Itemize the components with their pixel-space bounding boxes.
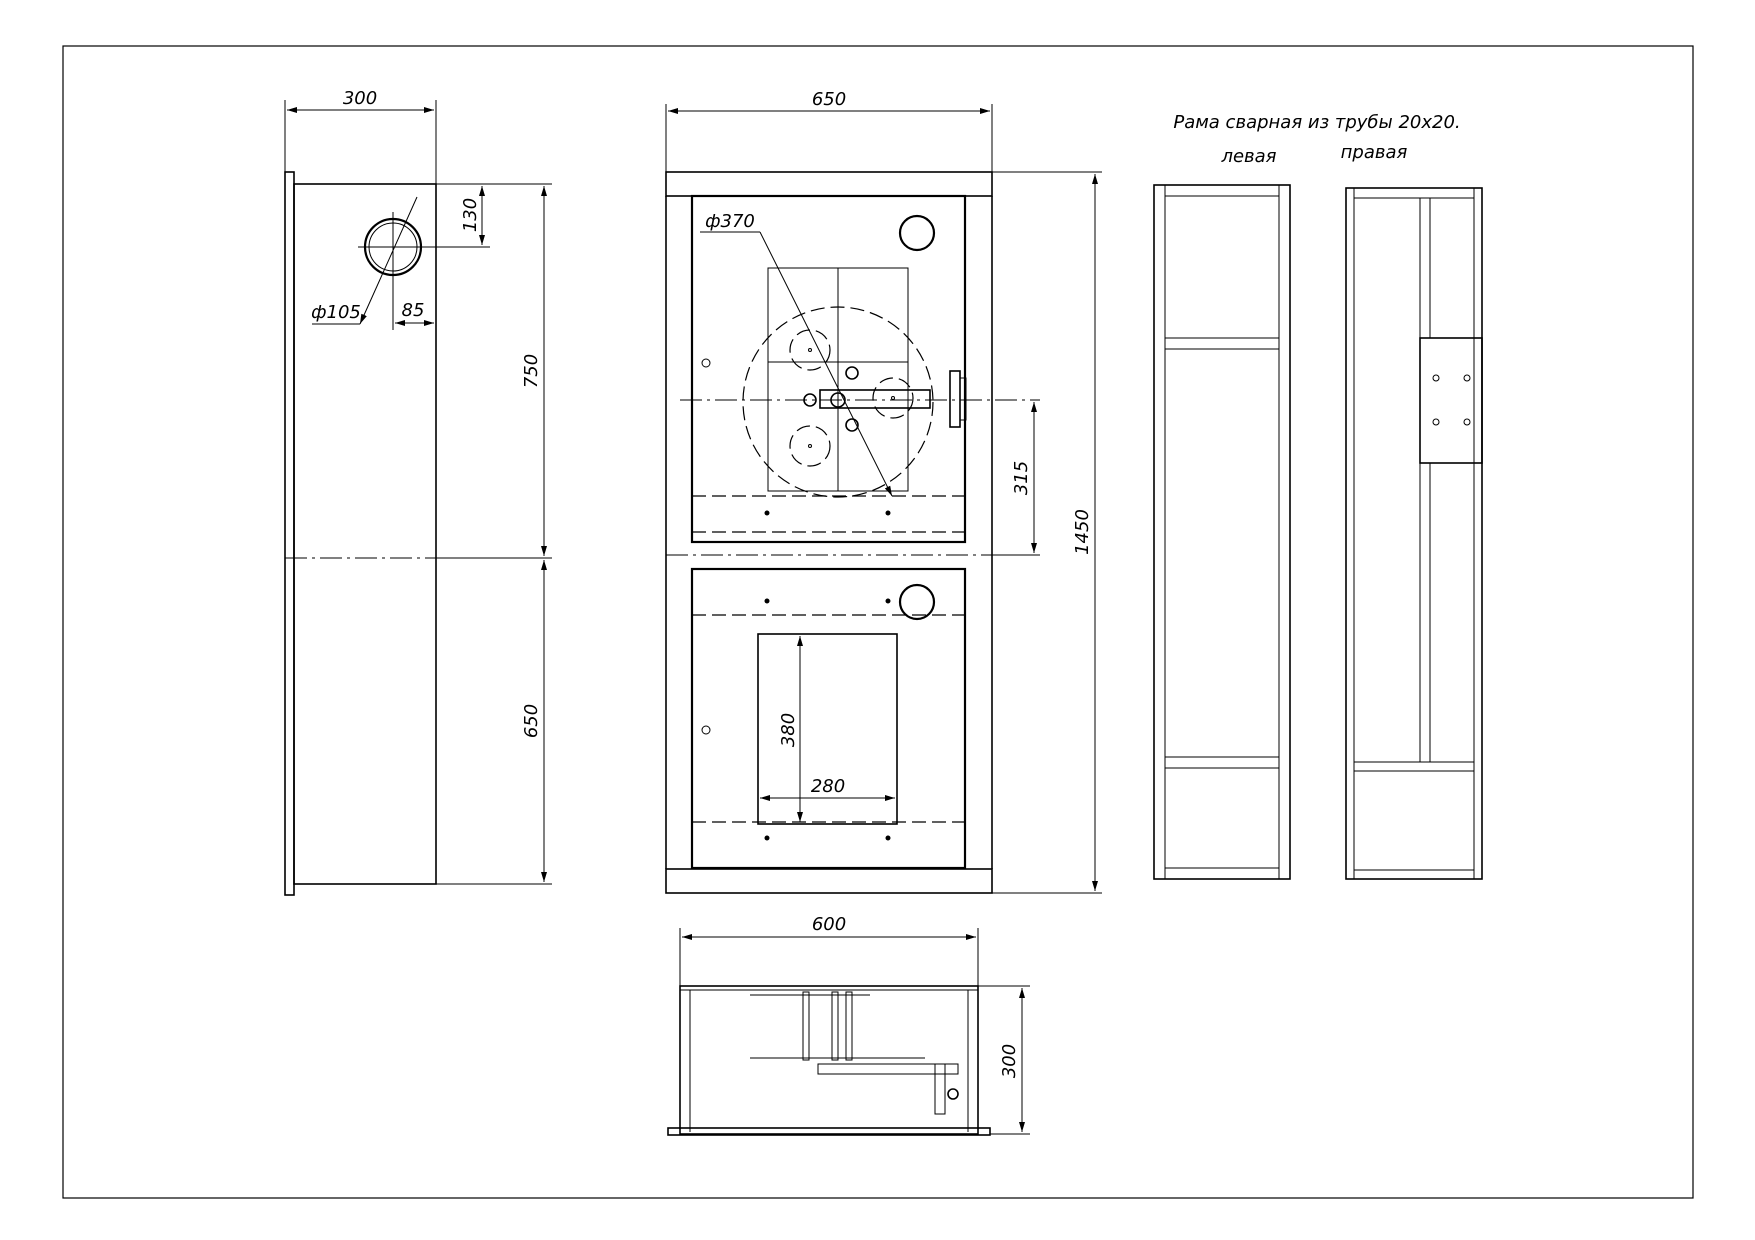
dim-bottom-width: 600 (812, 914, 846, 935)
dim-side-hole-offset: 130 (460, 198, 481, 232)
left-frame-label: левая (1220, 146, 1276, 167)
front-window (757, 633, 898, 825)
dim-side-hole-diameter: ф105 (311, 302, 361, 323)
dim-front-axis-height: 315 (1011, 461, 1032, 495)
right-frame (1345, 187, 1483, 880)
frames-title: Рама сварная из трубы 20х20. (1173, 112, 1460, 133)
front-view (665, 104, 1102, 894)
right-frame-label: правая (1341, 142, 1408, 163)
front-upper-door (690, 194, 967, 544)
drawing-border (62, 45, 1694, 1199)
dim-side-width: 300 (343, 88, 377, 109)
dim-side-lower-height: 650 (521, 704, 542, 738)
front-disc (742, 306, 934, 498)
left-frame (1153, 184, 1291, 880)
bottom-view (667, 928, 1030, 1136)
dim-front-width: 650 (812, 89, 846, 110)
dim-front-window-height: 380 (778, 713, 799, 747)
front-lower-door (690, 567, 967, 870)
side-view (284, 100, 552, 896)
dim-front-total-height: 1450 (1072, 509, 1093, 555)
dim-side-hole-x: 85 (402, 300, 425, 321)
dim-bottom-depth: 300 (999, 1044, 1020, 1078)
dim-front-disc-diameter: ф370 (705, 211, 755, 232)
dim-side-upper-height: 750 (521, 354, 542, 388)
dim-front-window-width: 280 (811, 776, 845, 797)
